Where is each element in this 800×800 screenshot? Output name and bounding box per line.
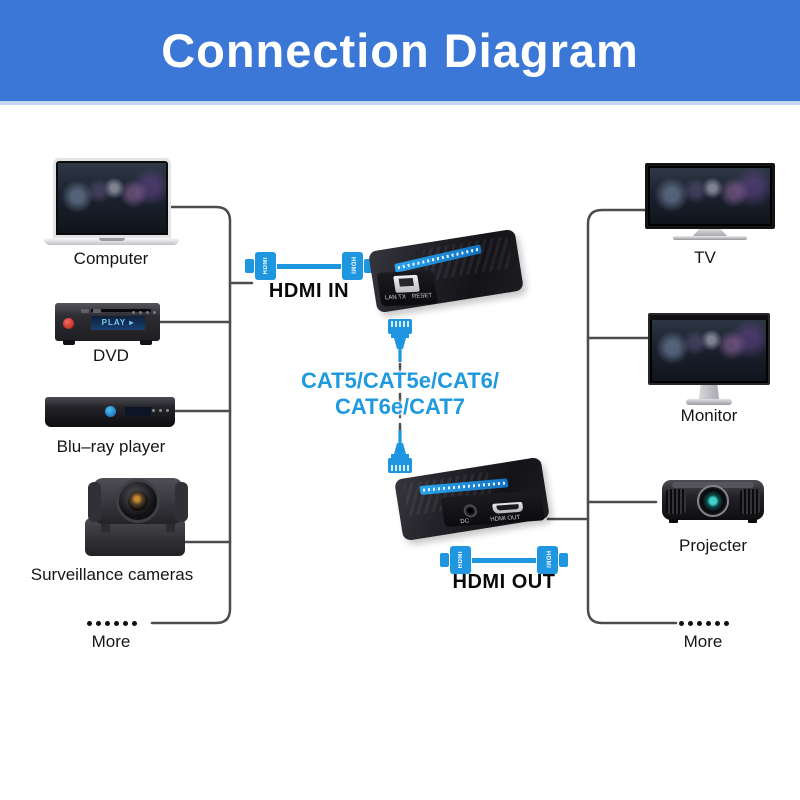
hdmi-extender-transmitter: LAN TX RESET [368, 228, 524, 314]
hdmi-plug-right: HDMI [342, 252, 363, 280]
more-dots-right [679, 621, 729, 626]
projector-vent-left [666, 489, 686, 514]
hdmi-plug-tip [364, 259, 373, 273]
receiver-hdmi-out-port [491, 501, 524, 514]
camera-lens [116, 479, 160, 523]
header-banner: Connection Diagram [0, 0, 800, 105]
hdmi-plug-tip [559, 553, 568, 567]
hdmi-plug-right: HDMI [537, 546, 558, 574]
tv-device [645, 163, 775, 240]
projector-foot-right [748, 519, 757, 523]
wire-left-bus [150, 205, 232, 625]
dvd-foot-right [140, 340, 152, 345]
transmitter-reset-label: RESET [411, 292, 433, 300]
camera-cap-left [88, 482, 101, 522]
tv-screen-image [650, 168, 770, 224]
wire-right-bus [586, 208, 678, 625]
page-title: Connection Diagram [161, 24, 639, 77]
bluray-logo-icon [105, 406, 116, 417]
bluray-buttons [152, 409, 169, 412]
receiver-hdmi-out-port-label: HDMI OUT [490, 514, 521, 523]
hdmi-plug-tip [440, 553, 449, 567]
more-dots-left [87, 621, 137, 626]
laptop-screen-image [57, 163, 166, 233]
cat-cable-label: CAT5/CAT5e/CAT6/ CAT6e/CAT7 [258, 368, 542, 420]
hdmi-cable-line [472, 557, 536, 563]
more-label-left: More [91, 632, 131, 651]
receiver-front-face: DC HDMI OUT [440, 490, 546, 528]
dvd-buttons [132, 311, 156, 314]
computer-device [44, 158, 179, 245]
receiver-dc-jack [462, 503, 478, 518]
monitor-device [648, 313, 770, 405]
bluray-display [125, 407, 151, 416]
dvd-display: PLAY ▸ [91, 316, 145, 330]
dvd-disc-slot [91, 309, 151, 312]
hdmi-plug-left: HDMI [255, 252, 276, 280]
monitor-label: Monitor [680, 406, 738, 425]
projector-foot-left [669, 519, 678, 523]
tv-stand-base [673, 236, 747, 240]
dvd-device: PLAY ▸ [55, 303, 160, 345]
monitor-stand-base [686, 399, 732, 405]
transmitter-rj45-port [393, 274, 420, 293]
rj45-plug-up-icon [388, 319, 412, 362]
monitor-screen [648, 313, 770, 385]
hdmi-plug-tip [245, 259, 254, 273]
computer-label: Computer [73, 249, 149, 268]
surveillance-camera-label: Surveillance cameras [30, 565, 194, 584]
bluray-body [45, 397, 175, 427]
bluray-label: Blu–ray player [56, 437, 166, 456]
receiver-dc-label: DC [460, 518, 470, 526]
hdmi-in-cable-icon: HDMI HDMI [245, 252, 373, 280]
monitor-stand-neck [699, 385, 719, 399]
dvd-label: DVD [93, 346, 129, 365]
tv-screen [645, 163, 775, 229]
transmitter-lan-label: LAN TX [384, 294, 407, 302]
rj45-plug-down-icon [388, 430, 412, 473]
hdmi-out-cable-icon: HDMI HDMI [440, 546, 568, 574]
projector-label: Projecter [678, 536, 748, 555]
hdmi-out-label: HDMI OUT [452, 571, 556, 593]
cat-cable-label-line2: CAT6e/CAT7 [335, 394, 465, 419]
dvd-power-button [63, 318, 74, 329]
camera-cap-right [175, 482, 188, 522]
projector-device [662, 480, 764, 523]
laptop-screen [52, 158, 171, 238]
transmitter-front-face: LAN TX RESET [376, 270, 439, 307]
tv-stand-neck [693, 229, 727, 236]
dvd-foot-left [63, 340, 75, 345]
surveillance-camera-device [85, 476, 197, 560]
projector-lens [697, 485, 729, 517]
laptop-base [44, 238, 179, 245]
bluray-device [45, 397, 175, 427]
hdmi-cable-line [277, 263, 341, 269]
projector-vent-right [740, 489, 760, 514]
cat-cable-label-line1: CAT5/CAT5e/CAT6/ [300, 368, 500, 393]
dvd-body: PLAY ▸ [55, 303, 160, 345]
projector-body [662, 480, 764, 523]
monitor-screen-image [652, 317, 766, 381]
hdmi-in-label: HDMI IN [268, 280, 350, 302]
hdmi-plug-left: HDMI [450, 546, 471, 574]
dvd-vents [81, 309, 101, 313]
tv-label: TV [694, 248, 716, 267]
more-label-right: More [683, 632, 723, 651]
